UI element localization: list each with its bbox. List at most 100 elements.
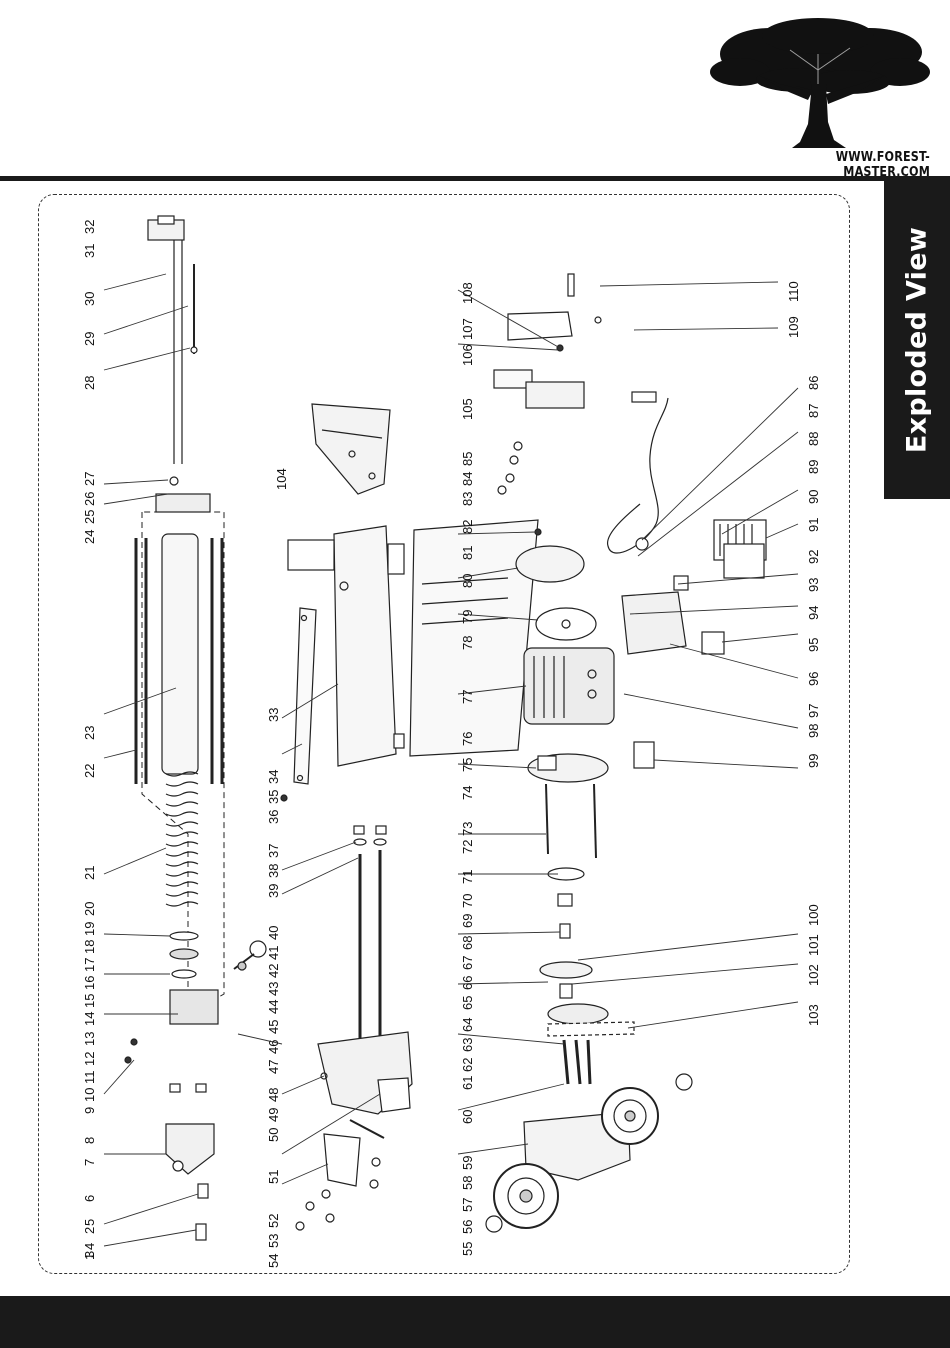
callout: 108 xyxy=(460,282,475,304)
callout: 42 xyxy=(266,964,281,978)
section-tab: Exploded View xyxy=(884,181,950,499)
callout: 87 xyxy=(806,404,821,418)
callout: 80 xyxy=(460,574,475,588)
callout: 104 xyxy=(274,468,289,490)
page-footer-bar xyxy=(0,1296,950,1348)
callout: 56 xyxy=(460,1220,475,1234)
callout: 110 xyxy=(786,281,801,302)
callout: 91 xyxy=(806,518,821,532)
callout: 7 xyxy=(82,1159,97,1166)
callout: 14 xyxy=(82,1012,97,1026)
callouts-far-right: 110 109 86 87 88 89 90 91 92 93 94 95 96… xyxy=(786,281,821,1026)
callout: 72 xyxy=(460,840,475,854)
callout: 95 xyxy=(806,638,821,652)
callout: 28 xyxy=(82,376,97,390)
callout: 82 xyxy=(460,520,475,534)
callout: 81 xyxy=(460,546,475,560)
callout: 2 xyxy=(82,1227,97,1234)
callout: 79 xyxy=(460,610,475,624)
callout: 102 xyxy=(806,964,821,986)
callout: 90 xyxy=(806,490,821,504)
callout: 98 xyxy=(806,724,821,738)
callout: 18 xyxy=(82,940,97,954)
callout: 47 xyxy=(266,1060,281,1074)
callout: 6 xyxy=(82,1195,97,1202)
header-rule xyxy=(0,176,950,181)
leader-lines xyxy=(103,273,799,1247)
callout: 73 xyxy=(460,822,475,836)
callout: 88 xyxy=(806,432,821,446)
callout: 63 xyxy=(460,1038,475,1052)
callout: 20 xyxy=(82,902,97,916)
callout: 99 xyxy=(806,754,821,768)
callout: 27 xyxy=(82,472,97,486)
callout: 24 xyxy=(82,530,97,544)
diagram-frame xyxy=(38,194,850,1274)
callout: 35 xyxy=(266,790,281,804)
ram-cylinder-assembly xyxy=(124,215,267,1241)
callout: 22 xyxy=(82,764,97,778)
callout: 29 xyxy=(82,332,97,346)
callout: 109 xyxy=(786,316,801,338)
callout: 92 xyxy=(806,550,821,564)
callout: 107 xyxy=(460,318,475,340)
callout: 4 xyxy=(82,1243,97,1250)
callout: 34 xyxy=(266,770,281,784)
callout: 94 xyxy=(806,606,821,620)
callout: 101 xyxy=(806,934,821,956)
callout: 77 xyxy=(460,690,475,704)
callout: 32 xyxy=(82,220,97,234)
callout: 45 xyxy=(266,1020,281,1034)
callout: 3 xyxy=(82,1251,97,1258)
callout: 40 xyxy=(266,926,281,940)
callout: 60 xyxy=(460,1110,475,1124)
callout: 51 xyxy=(266,1170,281,1184)
callout: 89 xyxy=(806,460,821,474)
callout: 106 xyxy=(460,344,475,366)
callout: 52 xyxy=(266,1214,281,1228)
callout: 5 xyxy=(82,1219,97,1226)
callout: 100 xyxy=(806,904,821,926)
callout: 68 xyxy=(460,936,475,950)
callout: 39 xyxy=(266,884,281,898)
callout: 83 xyxy=(460,492,475,506)
callout: 58 xyxy=(460,1176,475,1190)
callout: 21 xyxy=(82,866,97,880)
callout: 38 xyxy=(266,864,281,878)
callout: 15 xyxy=(82,994,97,1008)
callouts-right: 108 107 106 105 85 84 83 82 81 80 79 78 … xyxy=(460,282,475,1256)
callout: 48 xyxy=(266,1088,281,1102)
callout: 53 xyxy=(266,1234,281,1248)
callout: 61 xyxy=(460,1076,475,1090)
callout: 46 xyxy=(266,1040,281,1054)
callout: 69 xyxy=(460,914,475,928)
callout: 10 xyxy=(82,1088,97,1102)
exploded-view-diagram: 32 31 30 29 28 27 26 25 24 23 22 21 20 1… xyxy=(82,215,821,1268)
callout: 1 xyxy=(82,1253,97,1260)
callouts-left: 32 31 30 29 28 27 26 25 24 23 22 21 20 1… xyxy=(82,220,97,1260)
callouts-middle: 104 33 34 35 36 37 38 39 40 41 42 43 44 … xyxy=(266,468,289,1268)
callout: 75 xyxy=(460,758,475,772)
callout: 16 xyxy=(82,976,97,990)
callout: 93 xyxy=(806,578,821,592)
callout: 31 xyxy=(82,244,97,258)
callout: 84 xyxy=(460,472,475,486)
callout: 66 xyxy=(460,976,475,990)
callout: 57 xyxy=(460,1198,475,1212)
callout: 33 xyxy=(266,708,281,722)
callout: 23 xyxy=(82,726,97,740)
section-tab-label: Exploded View xyxy=(901,226,933,454)
motor-base-assembly xyxy=(409,273,767,1233)
callout: 44 xyxy=(266,1000,281,1014)
callout: 76 xyxy=(460,732,475,746)
callout: 85 xyxy=(460,452,475,466)
callout: 36 xyxy=(266,810,281,824)
page-header: WWW.FOREST-MASTER.COM xyxy=(0,0,950,180)
callout: 65 xyxy=(460,996,475,1010)
callout: 70 xyxy=(460,894,475,908)
callout: 13 xyxy=(82,1032,97,1046)
callout: 78 xyxy=(460,636,475,650)
callout: 86 xyxy=(806,376,821,390)
callout: 105 xyxy=(460,398,475,420)
tree-logo-icon xyxy=(710,18,930,148)
